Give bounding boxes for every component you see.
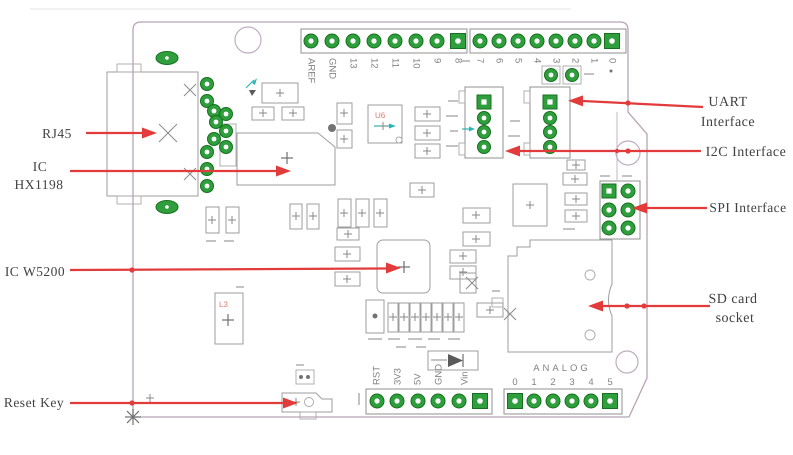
power-header-pads: [369, 393, 488, 409]
callout-reset: Reset Key: [4, 395, 298, 410]
pin-label-1: 1: [589, 58, 600, 63]
w5200-ic: [376, 239, 431, 294]
pin-label-5v: 5V: [413, 373, 424, 385]
callout-uart-line2: Interface: [701, 115, 755, 130]
analog-header: ANALOG 0 1 2 3 4 5: [503, 363, 623, 415]
spi-header: [599, 180, 641, 240]
callout-sd: SD card socket: [588, 292, 758, 326]
rj45-center-mark: [158, 123, 178, 143]
callout-rj45-label: RJ45: [42, 126, 72, 141]
pin-label-a3: 3: [569, 377, 574, 388]
pin-label-a0: 0: [512, 377, 517, 388]
pin-label-13: 13: [348, 58, 359, 69]
pin-label-aref: AREF: [306, 58, 317, 84]
pin-label-8: 8: [453, 58, 464, 63]
callout-sd-line2: socket: [716, 311, 755, 326]
callout-uart-line1: UART: [708, 95, 747, 110]
callout-spi-label: SPI Interface: [709, 200, 786, 215]
pin-label-2: 2: [570, 58, 581, 63]
u6-ic: U6: [367, 104, 403, 144]
diode: [427, 350, 479, 371]
pin-label-a2: 2: [550, 377, 555, 388]
rj45-connector: [106, 51, 237, 214]
pin-label-12: 12: [369, 58, 380, 69]
callout-uart: UART Interface: [568, 95, 755, 130]
pin-label-10: 10: [411, 58, 422, 69]
pin-label-11: 11: [390, 58, 401, 68]
sd-card-socket: [491, 239, 613, 353]
pin-label-a1: 1: [531, 377, 536, 388]
pin-label-3: 3: [551, 58, 562, 63]
i2c-connector: [458, 86, 504, 159]
callout-reset-label: Reset Key: [4, 395, 64, 410]
pin-label-gnd: GND: [327, 58, 338, 79]
digital-header-right: 7 6 5 4 3 2 1 0: [469, 28, 627, 63]
pin-label-6: 6: [494, 58, 505, 63]
analog-header-title: ANALOG: [533, 363, 591, 374]
uart-connector: [523, 86, 571, 159]
l3-silkscreen-label: L3: [219, 300, 228, 309]
reset-key: [281, 369, 333, 420]
origin-star-marker: [124, 408, 142, 426]
hx1198-ic: [236, 124, 336, 186]
callout-w5200: IC W5200: [5, 262, 401, 279]
callout-w5200-label: IC W5200: [5, 264, 65, 279]
pin1-dot: [328, 124, 336, 132]
callout-sd-line1: SD card: [709, 292, 758, 307]
callout-i2c: I2C Interface: [505, 145, 786, 160]
pin-label-9: 9: [432, 58, 443, 63]
resistor-array: [365, 299, 465, 334]
digital-header-left: AREF GND 13 12 11 10 9 8: [300, 28, 468, 84]
analog-header-pads: [507, 393, 618, 409]
pin-label-a5: 5: [607, 377, 612, 388]
pin-label-rst: RST: [372, 366, 383, 385]
board-outline: [124, 21, 648, 426]
rj45-pin-pads: [200, 77, 233, 193]
digital-header-right-pads: [472, 33, 620, 49]
power-header: RST 3V3 5V GND Vin: [365, 364, 493, 415]
pin-label-gnd: GND: [434, 364, 445, 385]
pin-label-3v3: 3V3: [393, 368, 404, 385]
pin-label-5: 5: [513, 58, 524, 63]
l3-inductor: L3: [214, 292, 244, 345]
digital-header-left-pads: [303, 33, 466, 49]
u6-silkscreen-label: U6: [375, 111, 386, 120]
callout-i2c-label: I2C Interface: [706, 145, 787, 160]
callout-rj45: RJ45: [42, 126, 157, 141]
callout-hx1198: IC HX1198: [15, 159, 291, 192]
teal-marks: [245, 78, 475, 132]
callout-hx1198-line1: IC: [33, 159, 48, 174]
passive-components: [205, 69, 613, 318]
pin-label-a4: 4: [588, 377, 593, 388]
pin-label-0: 0: [607, 58, 618, 63]
aux-pads-above-uart: [541, 65, 582, 85]
pin-label-vin: Vin: [460, 371, 471, 385]
pin-label-4: 4: [532, 58, 543, 63]
pin-label-7: 7: [475, 58, 486, 63]
callout-spi: SPI Interface: [632, 200, 786, 215]
callout-hx1198-line2: HX1198: [15, 177, 64, 192]
